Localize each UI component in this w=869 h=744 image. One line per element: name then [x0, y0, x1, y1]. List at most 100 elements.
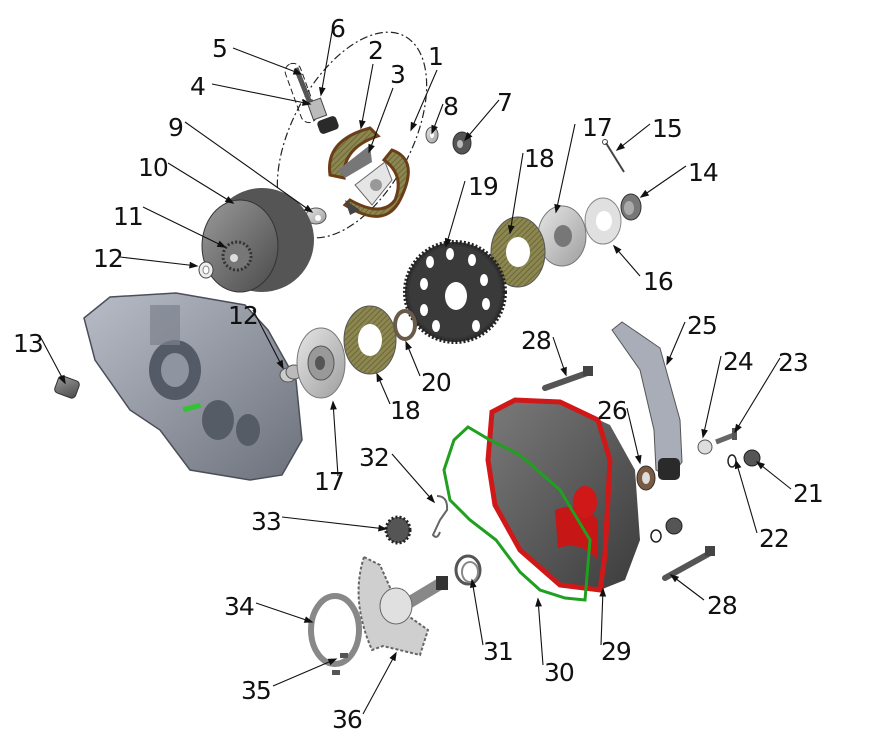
- part-spacer-ring-20: [393, 309, 417, 341]
- arrowhead-icon: [701, 428, 708, 439]
- arrowhead-icon: [615, 142, 626, 151]
- callout-label-1: 1: [428, 42, 444, 71]
- callout-label-15: 15: [652, 114, 683, 143]
- part-kick-lever-25: [611, 321, 683, 480]
- callout-label-2: 2: [368, 36, 384, 65]
- callout-label-19: 19: [468, 172, 499, 201]
- part-clutch-drum-10: [201, 188, 314, 293]
- callout-label-33: 33: [251, 507, 282, 536]
- arrowhead-icon: [599, 587, 607, 597]
- arrowhead-icon: [444, 237, 452, 248]
- callout-label-3: 3: [390, 60, 406, 89]
- arrowhead-icon: [292, 68, 303, 75]
- leader-line-23: [734, 357, 781, 433]
- part-pressure-plate-17b: [296, 327, 346, 399]
- part-kick-shaft-36: [357, 555, 448, 657]
- part-o-ring-22a: [727, 454, 737, 468]
- part-return-spring-31: [454, 554, 482, 586]
- callout-label-20: 20: [421, 368, 452, 397]
- arrowhead-icon: [58, 374, 66, 385]
- callout-label-31: 31: [483, 637, 514, 666]
- part-washer-12: [198, 261, 214, 279]
- part-cover-bolt-28a: [542, 366, 593, 391]
- part-crankcase-housing: [83, 292, 303, 481]
- arrowhead-icon: [535, 597, 542, 607]
- arrowhead-icon: [734, 459, 742, 470]
- callout-label-17: 17: [314, 467, 345, 496]
- part-washer-24: [697, 439, 713, 455]
- leader-line-18: [509, 152, 524, 234]
- leader-line-30: [537, 598, 544, 666]
- leader-line-35: [272, 658, 337, 687]
- leader-line-2: [360, 63, 374, 129]
- callout-label-24: 24: [723, 347, 754, 376]
- part-cover-gasket-30: [442, 425, 592, 602]
- leader-lines: [40, 25, 792, 715]
- callout-label-5: 5: [212, 34, 228, 63]
- arrowhead-icon: [405, 340, 413, 351]
- callout-label-14: 14: [688, 158, 719, 187]
- part-idler-gear-33: [384, 515, 412, 545]
- leader-line-1: [410, 69, 438, 131]
- leader-line-4: [211, 83, 311, 105]
- arrowhead-icon: [755, 461, 766, 470]
- arrowhead-icon: [666, 355, 674, 366]
- callout-label-10: 10: [138, 153, 169, 182]
- arrowhead-icon: [224, 196, 235, 204]
- arrowhead-icon: [276, 359, 284, 370]
- part-cotter-pin-15: [602, 139, 625, 173]
- arrowhead-icon: [216, 240, 227, 248]
- callout-label-4: 4: [190, 72, 206, 101]
- part-drive-gear-11: [221, 240, 253, 272]
- leader-line-9: [184, 121, 313, 213]
- leader-line-22: [735, 460, 758, 534]
- arrowhead-icon: [560, 366, 567, 377]
- leader-line-7: [464, 99, 500, 141]
- arrowhead-icon: [612, 244, 622, 254]
- callout-label-22: 22: [759, 524, 790, 553]
- arrowhead-icon: [410, 121, 418, 132]
- part-bolt-23: [715, 428, 737, 445]
- leader-line-26: [626, 407, 641, 464]
- leader-line-33: [281, 516, 387, 530]
- callout-label-11: 11: [113, 202, 144, 231]
- part-clutch-hub-3: [342, 148, 410, 218]
- leader-line-11: [142, 206, 226, 248]
- leader-line-19: [445, 180, 466, 247]
- part-clutch-shoe-2: [328, 126, 381, 180]
- callout-label-35: 35: [241, 676, 272, 705]
- arrowhead-icon: [359, 119, 366, 130]
- part-washer-plate-16: [584, 197, 622, 245]
- part-retaining-plate-34: [308, 593, 362, 667]
- part-plug-21a: [743, 449, 761, 467]
- callout-label-21: 21: [793, 479, 824, 508]
- leader-line-25: [666, 321, 686, 365]
- callout-label-23: 23: [778, 348, 809, 377]
- callout-label-26: 26: [597, 396, 628, 425]
- callout-label-28: 28: [707, 591, 738, 620]
- arrowhead-icon: [368, 143, 375, 154]
- part-oil-seal-26: [636, 465, 656, 491]
- arrowhead-icon: [507, 225, 515, 235]
- leader-line-34: [255, 602, 313, 623]
- part-plug-21b: [665, 517, 683, 535]
- leader-line-17: [555, 123, 576, 213]
- part-bolt-spring: [284, 62, 339, 134]
- part-castle-nut-14: [620, 193, 642, 221]
- arrowhead-icon: [639, 189, 650, 198]
- arrowhead-icon: [378, 524, 388, 532]
- arrowhead-icon: [327, 658, 338, 666]
- arrowhead-icon: [431, 124, 438, 135]
- callout-label-12: 12: [93, 244, 124, 273]
- callout-label-18: 18: [524, 144, 555, 173]
- callout-label-6: 6: [330, 14, 346, 43]
- part-friction-disc-18b: [343, 305, 397, 375]
- part-bushing-13: [54, 375, 80, 399]
- callout-label-7: 7: [497, 88, 513, 117]
- arrowhead-icon: [634, 454, 642, 465]
- leader-line-3: [368, 87, 394, 153]
- arrowhead-icon: [330, 400, 337, 410]
- arrowhead-icon: [303, 204, 314, 213]
- callout-label-32: 32: [359, 443, 390, 472]
